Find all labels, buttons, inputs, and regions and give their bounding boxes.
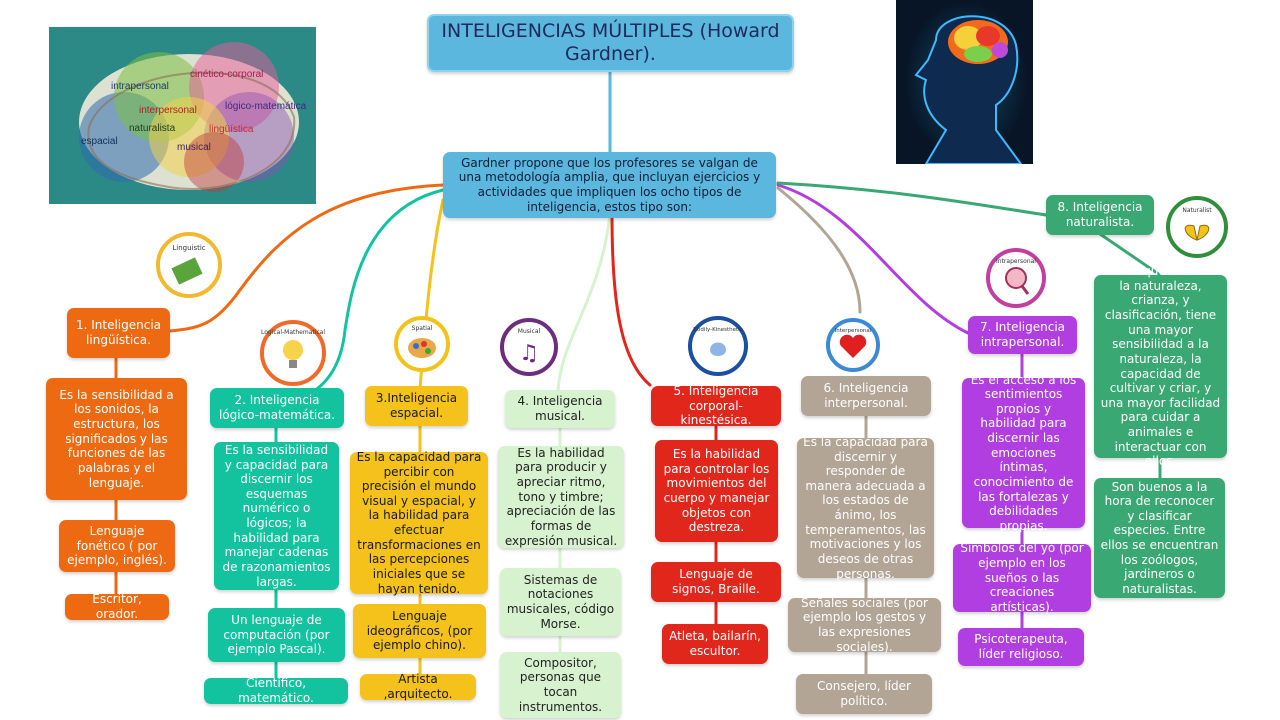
- logico-roles: Científico, matemático.: [204, 676, 348, 705]
- naturalista-title: 8. Inteligencia naturalista.: [1046, 195, 1154, 235]
- linguistic-badge-icon: Linguistic: [156, 232, 222, 298]
- badge-label: Naturalist: [1182, 207, 1212, 214]
- linguistica-title: 1. Inteligencia lingüística.: [67, 308, 170, 358]
- corporal-example: Lenguaje de signos, Braille.: [651, 562, 781, 602]
- logico-example: Un lenguaje de computación (por ejemplo …: [208, 608, 345, 662]
- intrapersonal-definition: Es el acceso a los sentimientos propios …: [962, 373, 1085, 533]
- svg-text:♫: ♫: [519, 341, 539, 366]
- link-linguistica: [168, 183, 445, 333]
- linguistica-definition: Es la sensibilidad a los sonidos, la est…: [46, 378, 187, 500]
- logical-mathematical-badge-icon: Logical-Mathematical: [260, 320, 326, 386]
- badge-label: Musical: [518, 328, 541, 335]
- corporal-definition: Es la habilidad para controlar los movim…: [655, 440, 778, 542]
- interpersonal-example: Señales sociales (por ejemplo los gestos…: [788, 596, 941, 654]
- badge-label: Interpersonal: [835, 328, 872, 334]
- espacial-definition: Es la capacidad para percibir con precis…: [350, 450, 488, 596]
- map-title: INTELIGENCIAS MÚLTIPLES (Howard Gardner)…: [427, 14, 794, 72]
- badge-label: Linguistic: [172, 244, 205, 252]
- brain-intelligences-image: cinético-corporal intrapersonal lógico-m…: [49, 27, 316, 204]
- brain-label: lingüística: [209, 124, 254, 135]
- espacial-example: Lenguaje ideográficos, (por ejemplo chin…: [353, 604, 486, 658]
- linguistica-roles: Escritor, orador.: [65, 592, 169, 621]
- interpersonal-title: 6. Inteligencia interpersonal.: [801, 376, 931, 416]
- interpersonal-definition: Es la capacidad para discernir y respond…: [797, 435, 934, 581]
- brain-label: lógico-matemática: [225, 101, 307, 112]
- espacial-title: 3.Inteligencia espacial.: [365, 386, 468, 426]
- bodily-kinesthetic-badge-icon: Bodily-Kinesthetic: [688, 316, 748, 376]
- central-topic: Gardner propone que los profesores se va…: [443, 152, 776, 218]
- intrapersonal-title: 7. Inteligencia intrapersonal.: [968, 316, 1077, 354]
- intrapersonal-roles: Psicoterapeuta, líder religioso.: [958, 628, 1084, 666]
- brain-label: naturalista: [129, 123, 176, 134]
- brain-label: espacial: [81, 136, 118, 147]
- interpersonal-roles: Consejero, líder político.: [796, 674, 932, 714]
- link-musical: [556, 213, 612, 394]
- naturalist-badge-icon: Naturalist: [1166, 196, 1228, 258]
- link-interpersonal: [776, 186, 862, 314]
- musical-title: 4. Inteligencia musical.: [505, 390, 615, 428]
- link-corporal: [610, 213, 652, 387]
- badge-label: Logical-Mathematical: [261, 329, 325, 336]
- intrapersonal-example: Símbolos del yo (por ejemplo en los sueñ…: [953, 541, 1091, 614]
- naturalista-examples: Son buenos a la hora de reconocer y clas…: [1094, 478, 1225, 598]
- musical-example: Sistemas de notaciones musicales, código…: [500, 568, 621, 636]
- espacial-roles: Artista ,arquitecto.: [360, 672, 476, 701]
- link-naturalista: [776, 181, 1048, 217]
- corporal-roles: Atleta, bailarín, escultor.: [662, 624, 768, 664]
- brain-label: cinético-corporal: [190, 69, 263, 80]
- corporal-title: 5. Inteligencia corporal-kinestésica.: [651, 384, 781, 427]
- brain-label: interpersonal: [139, 105, 197, 116]
- glowing-brain-head-image: [896, 0, 1033, 164]
- interpersonal-badge-icon: Interpersonal: [826, 318, 880, 372]
- link-intrapersonal: [776, 183, 970, 335]
- logico-title: 2. Inteligencia lógico-matemática.: [210, 388, 344, 428]
- logico-definition: Es la sensibilidad y capacidad para disc…: [214, 442, 339, 590]
- spatial-badge-icon: Spatial: [394, 316, 450, 372]
- linguistica-example: Lenguaje fonético ( por ejemplo, inglés)…: [59, 520, 175, 572]
- badge-label: Bodily-Kinesthetic: [693, 327, 742, 333]
- musical-definition: Es la habilidad para producir y apreciar…: [498, 446, 624, 548]
- musical-badge-icon: ♫ Musical: [500, 318, 558, 376]
- badge-label: Intrapersonal: [996, 258, 1036, 265]
- link-logico: [278, 188, 445, 407]
- brain-label: intrapersonal: [111, 81, 169, 92]
- musical-roles: Compositor, personas que tocan instrumen…: [500, 652, 621, 718]
- naturalista-definition: Tiene que ver con la naturaleza, crianza…: [1094, 264, 1227, 468]
- intrapersonal-badge-icon: Intrapersonal: [986, 248, 1046, 308]
- brain-label: musical: [177, 142, 211, 153]
- badge-label: Spatial: [412, 325, 433, 332]
